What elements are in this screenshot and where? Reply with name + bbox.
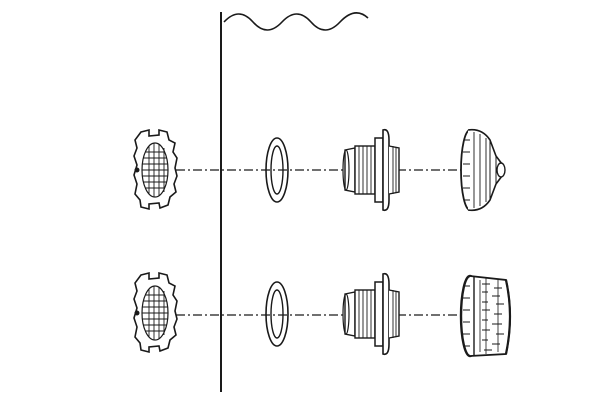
threaded-fitting (342, 272, 400, 356)
assembly-row-bottom (133, 271, 512, 358)
assembly-row-top (133, 128, 506, 212)
gasket-ring (265, 137, 289, 203)
hand-nut (133, 271, 178, 354)
hand-nut (133, 128, 178, 211)
water-surface-wave (223, 12, 369, 31)
gasket-ring (265, 281, 289, 347)
suction-grate-cap (459, 274, 512, 358)
return-eyeball-cap (460, 128, 506, 212)
threaded-fitting (342, 128, 400, 212)
